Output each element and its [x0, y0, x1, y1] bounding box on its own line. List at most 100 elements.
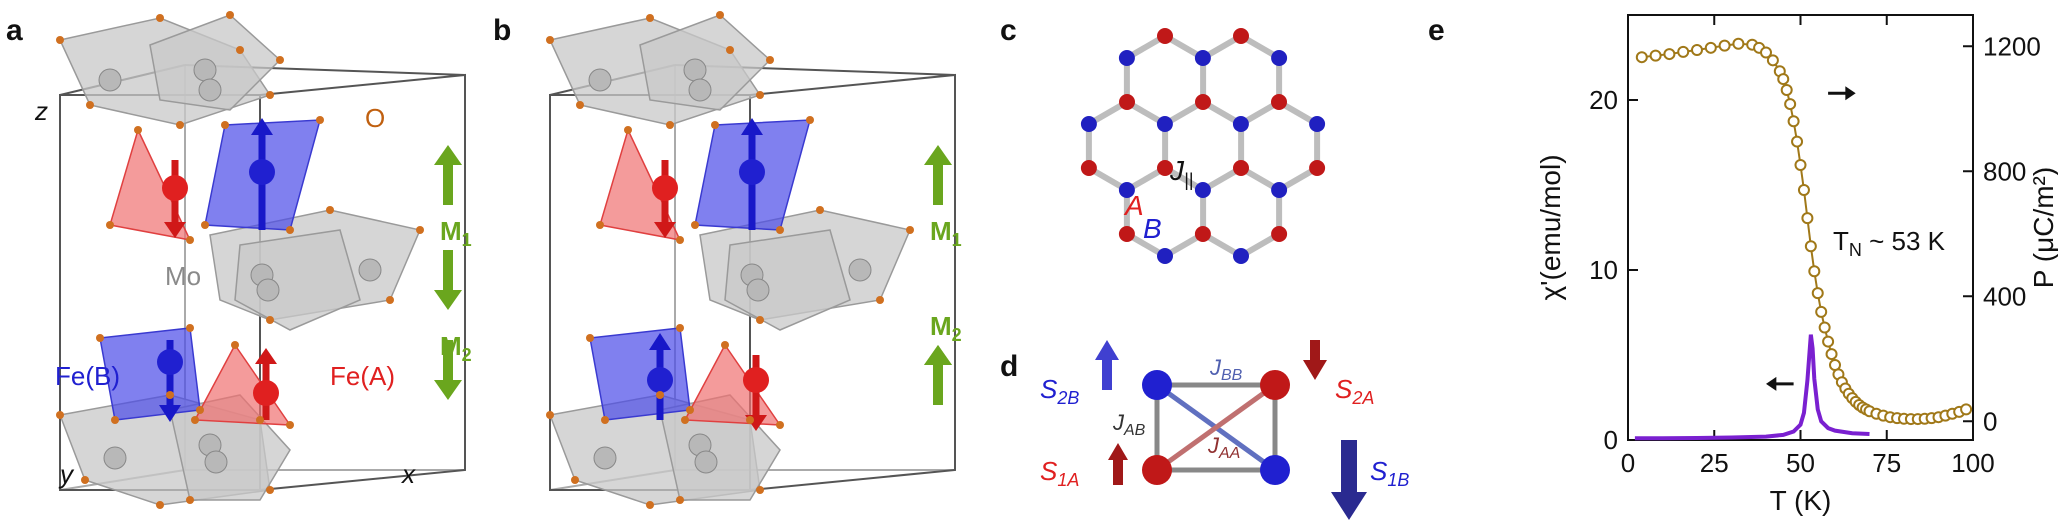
site-b [1118, 182, 1135, 198]
data-point-polarization [1691, 44, 1703, 56]
spin-feA-top [162, 160, 188, 238]
s1a-label: S1A [1040, 456, 1079, 490]
site-a [1157, 160, 1173, 176]
y-left-tick-label: 20 [1589, 85, 1618, 115]
m2-label-b: M2 [930, 311, 962, 345]
data-point-polarization [1822, 335, 1835, 348]
data-point-polarization [1704, 41, 1717, 54]
data-point-polarization [1811, 287, 1824, 300]
y-right-tick-label: 400 [1983, 281, 2026, 311]
site-a [1233, 160, 1249, 176]
spin-feB-top [249, 118, 275, 230]
data-point-polarization [1766, 54, 1779, 67]
arrow-right-indicator [1828, 86, 1856, 101]
site-b [1157, 248, 1173, 264]
site-b [1080, 116, 1097, 132]
x-tick-label: 100 [1951, 448, 1994, 478]
spin-feB-top-b [739, 118, 765, 230]
jbb-label: JBB [1209, 355, 1243, 384]
site-a [1233, 28, 1249, 44]
x-tick-label: 50 [1786, 448, 1815, 478]
site-b [1118, 50, 1135, 66]
site-b-label: B [1143, 213, 1162, 244]
site-b [1156, 116, 1173, 132]
spin-feA-bottom [253, 348, 279, 420]
data-point-polarization [1825, 348, 1838, 361]
data-point-polarization [1791, 135, 1804, 148]
m1-label-a: M1 [440, 216, 472, 250]
data-point-polarization [1960, 403, 1973, 416]
m2-label-a: M2 [440, 331, 472, 365]
data-point-polarization [1760, 46, 1772, 59]
exchange-diagram: S2B S2A S1A S1B JBB JAB JAA [1040, 340, 1409, 520]
j-parallel-label: J|| [1169, 155, 1193, 190]
data-point-polarization [1797, 184, 1810, 196]
site-a [1118, 226, 1135, 242]
honeycomb-lattice: J|| A B [1080, 28, 1326, 264]
site-a [1271, 226, 1288, 242]
site-1b [1260, 455, 1290, 485]
site-b [1271, 50, 1288, 66]
y-right-tick-label: 800 [1983, 156, 2026, 186]
data-point-polarization [1801, 212, 1814, 225]
moment-arrows-a [434, 145, 462, 400]
spin-1b-arrow [1331, 440, 1367, 520]
axis-label-z: z [34, 96, 48, 126]
data-point-polarization [1777, 73, 1790, 86]
y-right-axis-label: P (μC/m²) [2028, 167, 2058, 288]
series-chi-line [1634, 334, 1870, 441]
data-point-polarization [1663, 48, 1676, 61]
y-left-tick-label: 10 [1589, 255, 1618, 285]
site-1a [1142, 455, 1172, 485]
feA-label: Fe(A) [330, 361, 395, 391]
panel-letter-a: a [6, 14, 23, 47]
m1-label-b: M1 [930, 216, 962, 250]
data-point-polarization [1780, 84, 1793, 96]
site-2b [1142, 370, 1172, 400]
data-point-polarization [1808, 265, 1821, 278]
site-b [1232, 116, 1249, 132]
spin-feB-bottom-b [647, 333, 673, 420]
data-point-polarization [1732, 37, 1745, 50]
panel-letter-e: e [1428, 14, 1445, 47]
s1b-label: S1B [1370, 456, 1409, 490]
data-point-polarization [1718, 39, 1731, 52]
spin-1a-arrow [1108, 443, 1128, 485]
site-2a [1260, 370, 1290, 400]
crystal-structure-a: z y x O Mo Fe(B) Fe(A) M1 M2 [34, 11, 472, 509]
data-point-polarization [1815, 305, 1828, 318]
oxygen-label: O [365, 103, 385, 133]
axis-label-y: y [58, 459, 75, 489]
site-a [1157, 28, 1173, 44]
honeycomb-network [1080, 28, 1326, 264]
s2b-label: S2B [1040, 374, 1079, 408]
site-a [1080, 160, 1097, 176]
y-left-tick-label: 0 [1604, 425, 1618, 455]
crystal-structure-b: M1 M2 [546, 11, 962, 509]
x-tick-label: 75 [1872, 448, 1901, 478]
s2a-label: S2A [1335, 374, 1374, 408]
panel-letter-b: b [493, 14, 512, 47]
spin-2a-arrow [1303, 340, 1327, 380]
y-right-tick-label: 1200 [1983, 31, 2041, 61]
x-tick-label: 0 [1621, 448, 1635, 478]
jaa-label: JAA [1207, 433, 1240, 462]
x-axis-label: T (K) [1770, 485, 1832, 516]
spin-2b-arrow [1095, 340, 1119, 390]
panel-letter-c: c [1000, 14, 1017, 47]
axis-label-x: x [400, 459, 416, 489]
tn-annotation: TN ~ 53 K [1833, 226, 1946, 260]
y-left-axis-label: χ'(emu/mol) [1535, 154, 1566, 300]
spin-feA-top-b [652, 160, 678, 238]
site-a [1195, 94, 1211, 110]
site-b [1271, 182, 1288, 198]
data-point-polarization [1794, 159, 1807, 171]
site-b [1194, 50, 1211, 66]
site-b [1194, 182, 1211, 198]
data-point-polarization [1818, 321, 1831, 334]
moment-arrows-b [924, 145, 952, 405]
site-b [1309, 116, 1326, 132]
data-point-polarization [1635, 51, 1648, 64]
data-point-polarization [1677, 45, 1690, 58]
